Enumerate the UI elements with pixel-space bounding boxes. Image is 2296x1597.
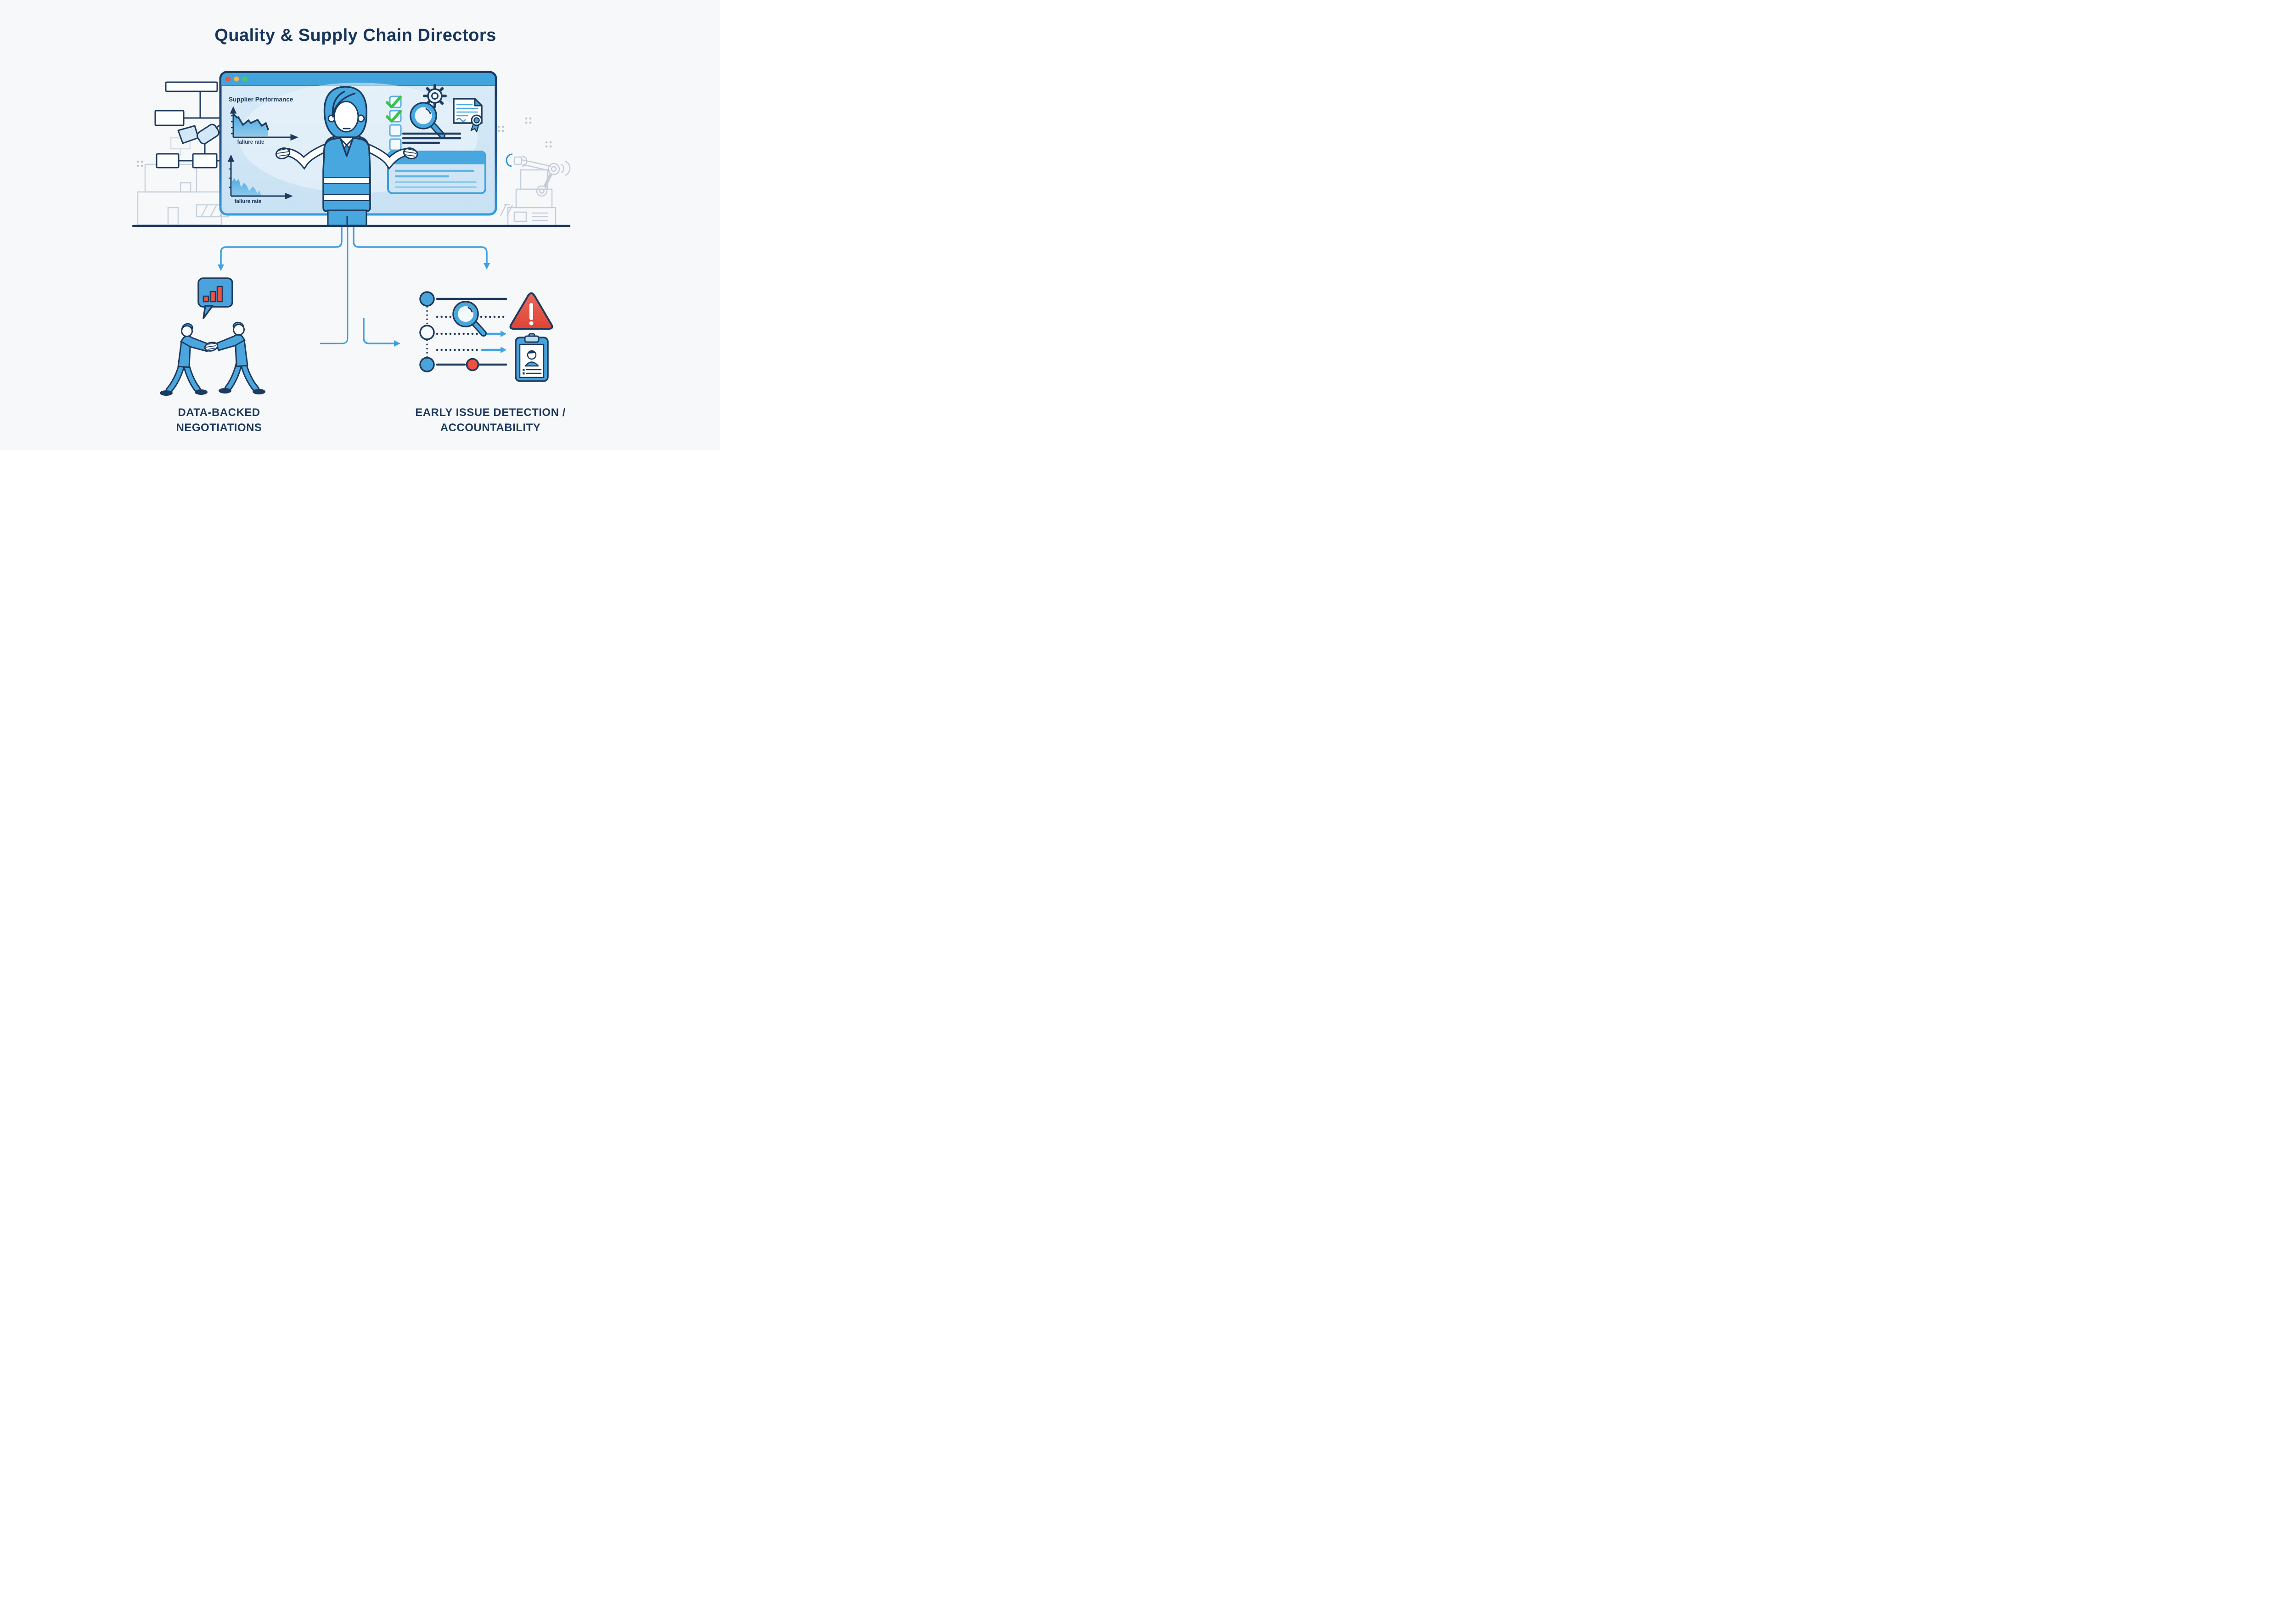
outcome-label-detection: EARLY ISSUE DETECTION / ACCOUNTABILITY xyxy=(394,405,587,435)
infographic-canvas: Quality & Supply Chain Directors Supplie… xyxy=(0,0,720,450)
gear-icon xyxy=(423,84,447,108)
background-factory-sketch xyxy=(137,137,230,226)
face xyxy=(333,101,359,133)
outcome-left-line1: DATA-BACKED xyxy=(178,406,260,419)
safety-vest xyxy=(322,137,371,212)
bubble-bars xyxy=(203,286,223,303)
person-head xyxy=(323,86,368,138)
handshake-illustration xyxy=(160,277,265,396)
secondary-failure-chart xyxy=(227,154,293,200)
chart1-area xyxy=(233,114,268,136)
arrow-to-negotiations xyxy=(220,227,343,264)
inspection-magnifier-icon xyxy=(452,301,487,337)
outcome-left-line2: NEGOTIATIONS xyxy=(176,422,262,434)
timeline-node-open xyxy=(419,325,435,340)
negotiator-left xyxy=(160,323,210,396)
director-person xyxy=(275,86,418,226)
hair-fringe xyxy=(332,90,356,118)
chart1-line xyxy=(232,113,269,130)
flowchart-trapezoid-icon xyxy=(177,125,199,144)
flowchart-sketch xyxy=(154,81,227,169)
issue-dot xyxy=(466,358,479,371)
chart2-x-axis-label: fallure rate xyxy=(234,199,262,204)
clasped-hands xyxy=(204,342,219,352)
timeline-node-done xyxy=(419,291,435,307)
elbow-arrow-right xyxy=(363,318,394,344)
background-dot-grids xyxy=(136,117,552,167)
check-icon xyxy=(386,110,402,123)
speech-bubble-bar-chart xyxy=(197,277,233,319)
supplier-performance-chart xyxy=(230,106,298,141)
illustration-scene xyxy=(132,71,571,396)
clipboard-person-icon xyxy=(515,333,549,382)
center-drop-line xyxy=(320,227,349,344)
report-card xyxy=(387,151,486,194)
outcome-label-negotiations: DATA-BACKED NEGOTIATIONS xyxy=(143,405,295,435)
traffic-light-maximize[interactable] xyxy=(242,76,248,82)
outcome-right-line1: EARLY ISSUE DETECTION / xyxy=(415,406,566,419)
traffic-light-minimize[interactable] xyxy=(234,76,239,82)
timeline-node-done xyxy=(419,357,435,372)
vest-stripe xyxy=(323,177,370,184)
flowchart-tag-icon xyxy=(197,124,219,145)
chart1-x-axis-label: fallure rate xyxy=(237,140,264,145)
page-title: Quality & Supply Chain Directors xyxy=(214,26,496,45)
background-robot-arm-sketch xyxy=(500,155,571,227)
process-timeline xyxy=(419,291,507,372)
browser-window xyxy=(219,71,497,216)
robot-claw-accent-arc xyxy=(506,153,513,167)
checklist xyxy=(386,96,402,151)
outcome-right-line2: ACCOUNTABILITY xyxy=(440,422,541,434)
vest-stripe xyxy=(323,194,370,201)
certificate-icon xyxy=(453,98,483,133)
check-icon xyxy=(386,96,402,108)
text-lines xyxy=(402,132,461,144)
checkbox-4[interactable] xyxy=(389,138,402,151)
checkbox-3[interactable] xyxy=(389,124,402,137)
issue-detection-illustration xyxy=(419,291,553,382)
arrow-to-detection xyxy=(353,227,488,263)
negotiator-right xyxy=(215,321,265,394)
connector-arrows xyxy=(218,227,490,347)
open-hand-left xyxy=(275,147,291,159)
traffic-light-close[interactable] xyxy=(225,76,231,82)
open-hand-right xyxy=(403,147,418,159)
warning-triangle-icon xyxy=(509,292,553,330)
chart2-area xyxy=(232,178,261,196)
trousers xyxy=(327,209,367,226)
supplier-chart-title: Supplier Performance xyxy=(229,96,293,103)
